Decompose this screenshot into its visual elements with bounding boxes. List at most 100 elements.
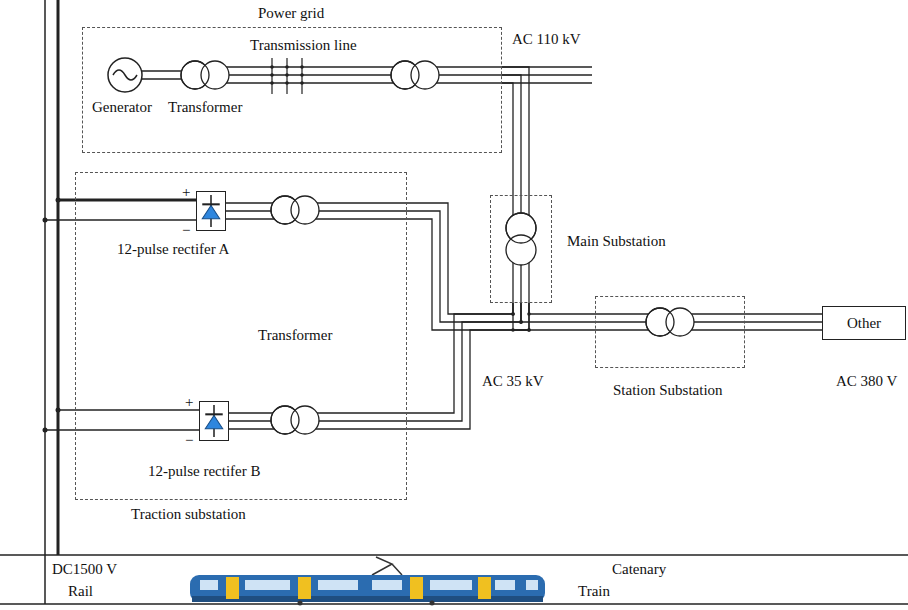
text-label: − bbox=[185, 431, 193, 449]
diode-triangle bbox=[202, 205, 219, 218]
tower-dots bbox=[300, 81, 304, 85]
substation-wires bbox=[513, 195, 745, 330]
power-grid-wires bbox=[502, 74, 592, 75]
tower-dots bbox=[270, 65, 304, 85]
catenary-and-rail bbox=[0, 555, 908, 604]
rectifier-symbol bbox=[197, 192, 225, 230]
text-label: Train bbox=[578, 582, 610, 600]
junction-dots bbox=[56, 408, 61, 413]
rectifier-symbol bbox=[200, 402, 228, 440]
phase-wire bbox=[229, 303, 521, 421]
transformer-winding bbox=[271, 196, 299, 224]
text-label: AC 110 kV bbox=[512, 30, 581, 48]
diode-bar bbox=[202, 203, 219, 205]
catenary-and-rail bbox=[0, 603, 908, 605]
tower-dots bbox=[300, 73, 304, 77]
bus-junction bbox=[511, 312, 515, 316]
text-label: Transformer bbox=[258, 326, 332, 344]
bus-junction bbox=[519, 320, 523, 324]
text-label: + bbox=[182, 183, 190, 201]
text-label: DC1500 V bbox=[52, 560, 117, 578]
catenary-and-rail bbox=[0, 554, 908, 556]
three-phase-connector bbox=[226, 203, 531, 332]
three-phase-connector bbox=[502, 67, 529, 195]
region-heading: Station Substation bbox=[613, 381, 723, 399]
station-substation-region: Station Substation bbox=[595, 296, 745, 368]
phase-wire bbox=[502, 75, 521, 195]
three-phase-connector bbox=[511, 303, 595, 332]
text-label: + bbox=[185, 393, 193, 411]
tower-dots bbox=[300, 65, 304, 69]
train-illustration bbox=[298, 577, 311, 599]
rectifier-box: 12-pulse rectifer A bbox=[196, 191, 226, 231]
bus-junction bbox=[519, 320, 523, 324]
junction-dots bbox=[56, 198, 61, 203]
phase-wire bbox=[745, 329, 822, 330]
main-substation-region: Main Substation bbox=[490, 195, 552, 303]
traction-substation-region: Traction substation12-pulse rectifer A12… bbox=[75, 172, 407, 500]
transformer-winding bbox=[271, 406, 299, 434]
dc-feeders bbox=[45, 429, 199, 431]
load-box: Other bbox=[822, 306, 906, 340]
tower-dots bbox=[270, 81, 274, 85]
region-heading: Main Substation bbox=[567, 232, 666, 250]
train-illustration bbox=[372, 580, 402, 590]
train-illustration bbox=[200, 580, 218, 590]
three-phase-connector bbox=[745, 314, 822, 330]
dc-feeders bbox=[58, 409, 199, 411]
bus-junction bbox=[519, 320, 523, 324]
generator-sine bbox=[113, 70, 137, 80]
diode-bar bbox=[205, 413, 222, 415]
text-label: AC 380 V bbox=[836, 372, 897, 390]
train-illustration bbox=[298, 601, 303, 606]
phase-wire bbox=[521, 303, 595, 322]
transformer-symbols bbox=[181, 61, 694, 434]
train-illustration bbox=[430, 601, 435, 606]
train-illustration bbox=[190, 575, 545, 602]
train-illustration bbox=[372, 557, 402, 575]
text-label: Transformer bbox=[168, 98, 242, 116]
train-illustration bbox=[495, 580, 515, 590]
rectifier-box: 12-pulse rectifer B bbox=[199, 401, 229, 441]
transformer-winding bbox=[181, 61, 209, 89]
region-heading: Power grid bbox=[258, 4, 324, 22]
power-grid-wires bbox=[502, 82, 592, 83]
region-heading: 12-pulse rectifer B bbox=[148, 462, 260, 480]
generator-symbol bbox=[108, 58, 142, 92]
phase-wire bbox=[529, 303, 595, 314]
dc-feeders bbox=[57, 0, 60, 555]
power-grid-wires bbox=[215, 74, 405, 75]
bus-junction bbox=[527, 328, 531, 332]
bus-junction bbox=[511, 312, 515, 316]
phase-wire bbox=[745, 321, 822, 322]
phase-wire bbox=[502, 67, 529, 195]
tower-dots bbox=[285, 65, 289, 69]
text-label: AC 35 kV bbox=[482, 372, 544, 390]
junction-dots bbox=[43, 198, 61, 433]
train-illustration bbox=[410, 577, 423, 599]
text-label: Catenary bbox=[612, 560, 666, 578]
tower-dots bbox=[270, 65, 274, 69]
train-illustration bbox=[226, 577, 239, 599]
phase-wire bbox=[502, 83, 513, 195]
dc-feeders bbox=[44, 0, 46, 604]
region-heading: Traction substation bbox=[131, 505, 246, 523]
phase-wire bbox=[226, 211, 521, 322]
dc-feeders bbox=[45, 219, 196, 221]
load-name: Other bbox=[847, 314, 881, 332]
tower-dots bbox=[270, 73, 274, 77]
phase-wire bbox=[513, 303, 595, 330]
tower-dots bbox=[285, 73, 289, 77]
train-illustration bbox=[478, 577, 491, 599]
diode-triangle bbox=[205, 415, 222, 428]
power-grid-wires bbox=[502, 66, 592, 67]
phase-wire bbox=[229, 303, 529, 429]
tower-dots bbox=[285, 81, 289, 85]
transformer-winding bbox=[506, 213, 536, 243]
text-label: − bbox=[182, 221, 190, 239]
text-label: Generator bbox=[92, 98, 152, 116]
transformer-winding bbox=[391, 61, 419, 89]
power-grid-wires bbox=[215, 66, 405, 67]
text-label: Transmission line bbox=[250, 36, 357, 54]
